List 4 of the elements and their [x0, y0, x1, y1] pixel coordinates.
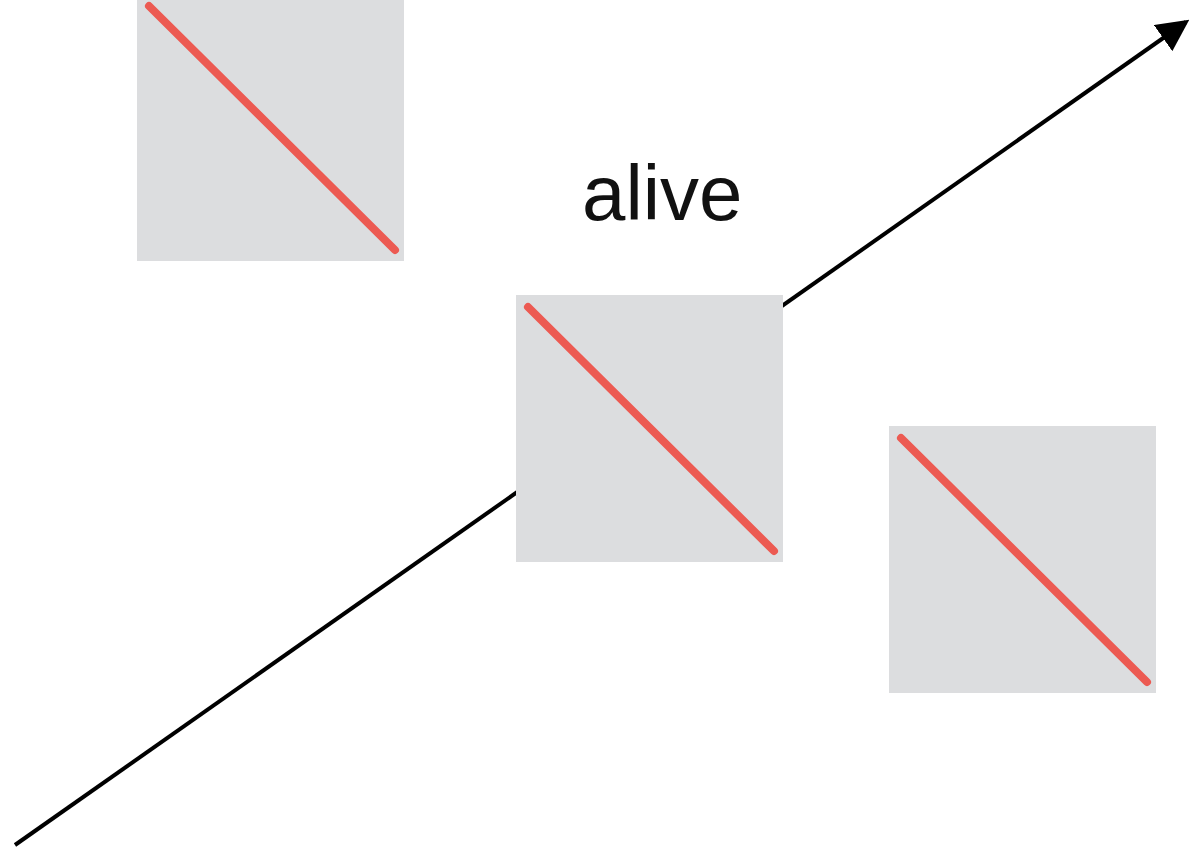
crossed-out-square: [516, 295, 783, 562]
state-label: alive: [582, 148, 743, 239]
crossed-out-square: [137, 0, 404, 261]
crossed-out-square: [889, 426, 1156, 693]
